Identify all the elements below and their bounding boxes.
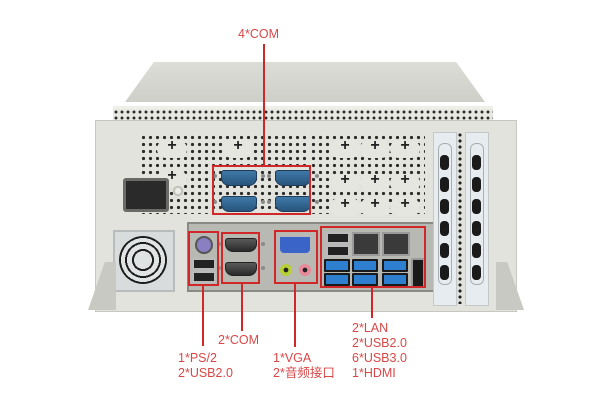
callout-line-lan-usb-hdmi [371, 288, 373, 318]
label-2com: 2*COM [218, 333, 259, 347]
com-port-icon [213, 170, 265, 186]
knockout-plus-icon [360, 195, 390, 216]
lan-port-icon [382, 232, 410, 256]
com-port-icon [217, 238, 265, 252]
callout-line-2com [241, 284, 243, 331]
vga-port-icon [278, 235, 312, 255]
label-usb2: 2*USB2.0 [178, 366, 233, 380]
pci-slot-cover [433, 132, 457, 306]
knockout-plus-icon [330, 171, 360, 192]
label-ps2: 1*PS/2 [178, 351, 217, 365]
chassis-top-lid [125, 62, 485, 102]
knockout-plus-icon [390, 195, 420, 216]
usb3-port-icon [382, 259, 408, 272]
usb3-port-icon [352, 273, 378, 286]
label-audio: 2*音频接口 [273, 366, 335, 380]
knockout-plus-icon [390, 171, 420, 192]
fan-grille-icon [119, 236, 167, 284]
knockout-plus-icon [360, 171, 390, 192]
label-lan: 2*LAN [352, 321, 389, 335]
pci-slot-divider [457, 132, 463, 304]
highlight-4com [212, 165, 311, 215]
lan-port-icon [352, 232, 380, 256]
audio-jack-pink-icon [299, 264, 311, 276]
knockout-plus-icon [223, 137, 253, 158]
callout-line-ps2-usb [202, 286, 204, 346]
callout-line-vga-audio [294, 284, 296, 347]
label-4com: 4*COM [238, 27, 279, 41]
highlight-vga-audio [274, 230, 318, 284]
highlight-lan-usb-hdmi [320, 226, 426, 288]
ps2-port-icon [195, 236, 213, 254]
com-port-icon [267, 170, 319, 186]
highlight-ps2-usb [188, 231, 219, 286]
usb3-port-icon [324, 259, 350, 272]
knockout-plus-icon [157, 137, 187, 158]
knockout-plus-icon [360, 137, 390, 158]
callout-line-4com [263, 44, 265, 165]
usb2-port-icon [192, 271, 216, 283]
usb2-port-icon [192, 258, 216, 270]
ac-power-inlet [123, 178, 169, 212]
audio-jack-green-icon [280, 264, 292, 276]
label-vga: 1*VGA [273, 351, 312, 365]
knockout-plus-icon [330, 195, 360, 216]
knockout-plus-icon [330, 137, 360, 158]
knockout-plus-icon [390, 137, 420, 158]
usb3-port-icon [382, 273, 408, 286]
pci-slot-cover [465, 132, 489, 306]
top-vent-strip [113, 106, 493, 123]
usb3-port-icon [352, 259, 378, 272]
label-usb2-rear: 2*USB2.0 [352, 336, 407, 350]
psu-fan [113, 230, 175, 292]
highlight-2com [221, 232, 260, 284]
usb3-port-icon [324, 273, 350, 286]
usb2-port-icon [326, 232, 350, 244]
screw-icon [173, 186, 183, 196]
com-port-icon [213, 196, 265, 212]
label-usb3: 6*USB3.0 [352, 351, 407, 365]
com-port-icon [217, 262, 265, 276]
label-hdmi: 1*HDMI [352, 366, 396, 380]
usb2-port-icon [326, 245, 350, 257]
